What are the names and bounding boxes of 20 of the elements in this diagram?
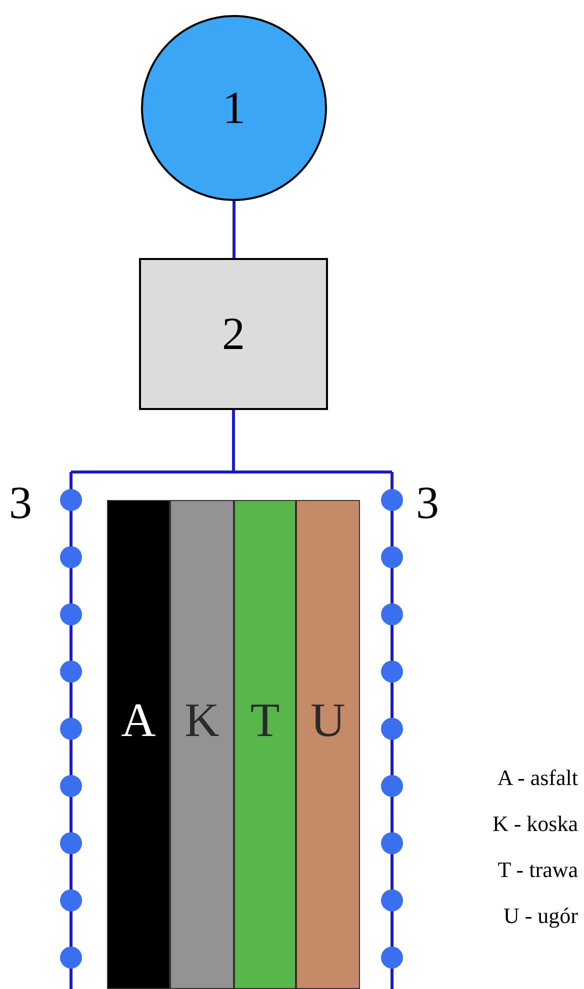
legend-text: T - trawa xyxy=(498,857,578,883)
callout-number: 3 xyxy=(416,480,439,526)
surface-strip xyxy=(170,500,234,989)
legend-text: A - asfalt xyxy=(497,765,578,791)
strip-letter: T xyxy=(250,697,280,745)
surface-strip xyxy=(234,500,296,989)
node-number: 2 xyxy=(222,311,245,357)
node-number: 1 xyxy=(222,85,246,131)
strip-letter: U xyxy=(310,697,346,745)
strip-letter: A xyxy=(121,697,156,745)
legend-text: K - koska xyxy=(492,811,578,837)
connector-line xyxy=(232,201,236,260)
dotted-line xyxy=(380,472,404,989)
strip-letter: K xyxy=(184,697,220,745)
dotted-line xyxy=(59,472,83,989)
callout-number: 3 xyxy=(9,480,32,526)
surface-strip xyxy=(296,500,360,989)
surface-strip xyxy=(107,500,170,989)
legend-text: U - ugór xyxy=(503,903,578,929)
process-box xyxy=(139,258,328,410)
